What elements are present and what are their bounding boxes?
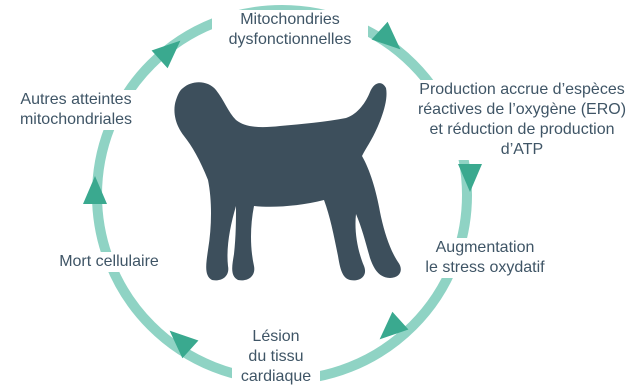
step-cell-death: Mort cellulaire [44,252,174,272]
step-oxidative-stress: Augmentation le stress oxydatif [408,238,562,278]
step-other-mitochondrial-damage: Autres atteintes mitochondriales [2,90,150,130]
step-ros-production: Production accrue d’espèces réactives de… [402,80,641,160]
step-dysfunctional-mitochondria: Mitochondries dysfonctionnelles [212,10,368,50]
arrow-left-icon [83,176,107,204]
dog-silhouette-icon [174,82,400,280]
step-cardiac-tissue-damage: Lésion du tissu cardiaque [232,327,320,387]
